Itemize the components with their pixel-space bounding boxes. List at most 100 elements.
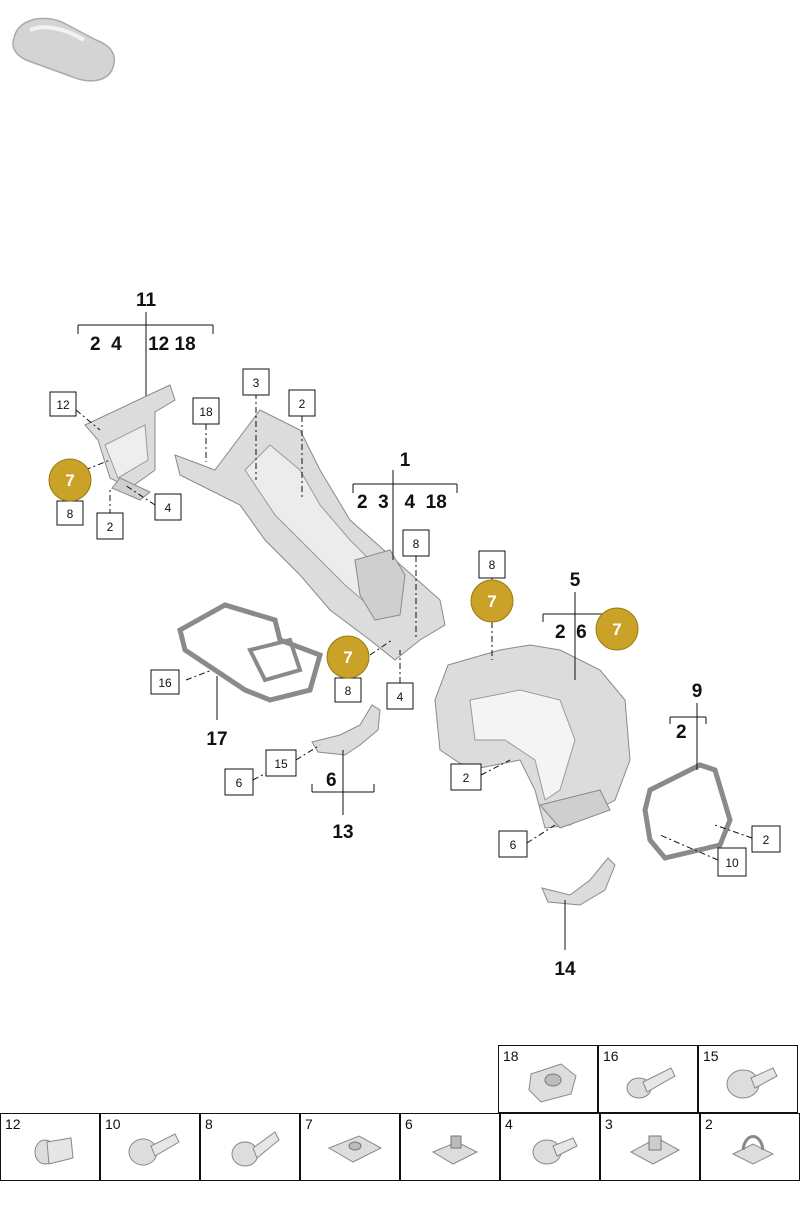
ref-box-6[interactable]: 6 (224, 768, 254, 796)
fastener-legend: 18 16 15 12 10 8 7 6 4 3 2 (0, 1045, 800, 1185)
svg-text:4: 4 (397, 690, 404, 704)
svg-text:8: 8 (345, 684, 352, 698)
legend-cell-3[interactable]: 3 (600, 1113, 700, 1181)
legend-number: 6 (405, 1116, 413, 1132)
ref-box-10[interactable]: 10 (717, 847, 747, 877)
reference-boxes: 12 8 2 4 18 3 2 8 16 8 4 6 15 8 2 6 2 10 (49, 368, 781, 877)
ref-box-12[interactable]: 12 (49, 391, 77, 417)
svg-text:3: 3 (253, 376, 260, 390)
svg-text:7: 7 (612, 620, 621, 639)
svg-text:6: 6 (510, 838, 517, 852)
legend-cell-8[interactable]: 8 (200, 1113, 300, 1181)
ref-box-8[interactable]: 8 (478, 550, 506, 579)
countersunk-screw-icon (532, 1137, 578, 1165)
legend-number: 12 (5, 1116, 21, 1132)
sleeve-rivet-icon (34, 1137, 74, 1165)
legend-number: 7 (305, 1116, 313, 1132)
ref-box-18[interactable]: 18 (192, 397, 220, 425)
legend-cell-6[interactable]: 6 (400, 1113, 500, 1181)
u-nut-icon (629, 1135, 681, 1165)
svg-text:6: 6 (236, 776, 243, 790)
svg-text:7: 7 (65, 471, 74, 490)
legend-cell-15[interactable]: 15 (698, 1045, 798, 1113)
bracket-13[interactable]: 6 13 (311, 704, 381, 843)
svg-text:8: 8 (489, 558, 496, 572)
ref-box-15[interactable]: 15 (265, 749, 297, 777)
svg-text:18: 18 (199, 405, 213, 419)
torx-screw-icon (231, 1131, 280, 1167)
callout-7[interactable]: 7 (595, 607, 639, 651)
svg-text:8: 8 (67, 507, 74, 521)
svg-text:7: 7 (487, 592, 496, 611)
legend-number: 2 (705, 1116, 713, 1132)
ref-box-16[interactable]: 16 (150, 669, 180, 695)
legend-number: 15 (703, 1048, 719, 1064)
callout-7[interactable]: 7 (48, 458, 92, 502)
svg-text:2: 2 (763, 833, 770, 847)
ref-box-2[interactable]: 2 (751, 825, 781, 853)
ref-box-3[interactable]: 3 (242, 368, 270, 396)
svg-text:14: 14 (554, 959, 576, 980)
crossmember-frame-17[interactable]: 17 (177, 602, 324, 750)
clip-nut-icon (528, 1063, 577, 1103)
cage-nut-icon (431, 1135, 479, 1165)
svg-text:2 6: 2 6 (555, 622, 587, 643)
svg-text:13: 13 (332, 822, 353, 843)
bracket-14[interactable]: 14 (541, 857, 616, 980)
ref-box-2[interactable]: 2 (96, 512, 124, 540)
svg-text:2: 2 (107, 520, 114, 534)
bracket-assembly-11[interactable] (84, 384, 176, 501)
button-head-screw-icon (726, 1067, 778, 1099)
group-1-label: 1 2 3 4 18 (352, 450, 458, 560)
legend-cell-18[interactable]: 18 (498, 1045, 598, 1113)
center-tunnel-frame-1[interactable] (174, 409, 446, 661)
car-thumbnail-icon[interactable] (12, 17, 116, 82)
callout-7[interactable]: 7 (326, 635, 370, 679)
ref-box-4[interactable]: 4 (154, 493, 182, 521)
svg-text:9: 9 (692, 681, 703, 702)
ref-box-2[interactable]: 2 (288, 389, 316, 417)
leader-lines (75, 393, 753, 861)
svg-text:15: 15 (274, 757, 288, 771)
svg-text:7: 7 (343, 648, 352, 667)
legend-cell-10[interactable]: 10 (100, 1113, 200, 1181)
ref-box-8[interactable]: 8 (402, 529, 430, 557)
legend-cell-2[interactable]: 2 (700, 1113, 800, 1181)
radiator-frame-9[interactable]: 9 2 (642, 681, 733, 861)
legend-number: 4 (505, 1116, 513, 1132)
legend-cell-16[interactable]: 16 (598, 1045, 698, 1113)
svg-text:2: 2 (299, 397, 306, 411)
svg-text:5: 5 (570, 570, 581, 591)
ref-box-6[interactable]: 6 (498, 830, 528, 858)
torx-head-bolt-icon (128, 1133, 180, 1166)
spring-clip-icon (731, 1135, 775, 1165)
ref-box-4[interactable]: 4 (386, 682, 414, 710)
callout-7[interactable]: 7 (470, 579, 514, 623)
legend-cell-7[interactable]: 7 (300, 1113, 400, 1181)
svg-text:8: 8 (413, 537, 420, 551)
svg-text:2: 2 (463, 771, 470, 785)
svg-text:2 3 4 18: 2 3 4 18 (357, 492, 447, 513)
group-5-label: 5 2 6 (542, 570, 610, 680)
flange-bolt-icon (626, 1067, 676, 1099)
svg-text:16: 16 (158, 676, 172, 690)
ref-box-8[interactable]: 8 (56, 500, 84, 526)
svg-text:10: 10 (725, 856, 739, 870)
legend-number: 16 (603, 1048, 619, 1064)
svg-text:6: 6 (326, 770, 337, 791)
svg-text:1: 1 (400, 450, 411, 471)
svg-text:12: 12 (56, 398, 70, 412)
front-frame-5[interactable] (434, 644, 631, 829)
legend-number: 3 (605, 1116, 613, 1132)
legend-number: 18 (503, 1048, 519, 1064)
legend-cell-4[interactable]: 4 (500, 1113, 600, 1181)
group-11-label: 11 2 4 12 18 (77, 290, 214, 400)
ref-box-2[interactable]: 2 (450, 763, 482, 791)
legend-cell-12[interactable]: 12 (0, 1113, 100, 1181)
svg-text:2: 2 (676, 722, 687, 743)
ref-box-8[interactable]: 8 (334, 677, 362, 703)
legend-number: 10 (105, 1116, 121, 1132)
svg-text:2 4 12 18: 2 4 12 18 (90, 334, 196, 355)
legend-number: 8 (205, 1116, 213, 1132)
